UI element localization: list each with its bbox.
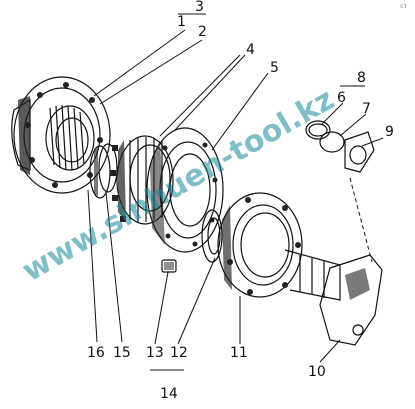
brake-disc: [146, 127, 224, 253]
callout-7: 7: [362, 101, 371, 117]
seal-rings: [89, 143, 118, 199]
callout-4: 4: [246, 42, 255, 58]
callout-2: 2: [198, 24, 207, 40]
callout-3: 3: [195, 0, 204, 15]
corner-mark: ст: [400, 3, 408, 10]
callout-5: 5: [270, 60, 279, 76]
seal-group: [305, 120, 375, 173]
bearing-assembly: [110, 135, 174, 225]
fitting-plug: [161, 259, 177, 273]
leader-lines: [87, 13, 384, 371]
callout-12: 12: [170, 345, 188, 361]
callout-9: 9: [385, 124, 394, 140]
callout-1: 1: [177, 14, 186, 30]
callout-14: 14: [160, 386, 178, 402]
callout-16: 16: [87, 345, 105, 361]
callout-13: 13: [146, 345, 164, 361]
callout-6: 6: [337, 90, 346, 106]
axle-tube: [284, 249, 383, 346]
assembly-dashed-line: [349, 177, 373, 263]
wheel-hub: [11, 76, 111, 194]
callout-15: 15: [113, 345, 131, 361]
spacer-ring: [201, 209, 223, 263]
axle-housing-flange: [217, 192, 303, 298]
callout-10: 10: [308, 364, 326, 380]
callout-8: 8: [357, 70, 366, 86]
callout-11: 11: [230, 345, 248, 361]
callout-numbers: 1 2 3 4 5 6 7 8 9 10 11 12 13 14 15 16: [87, 0, 394, 402]
